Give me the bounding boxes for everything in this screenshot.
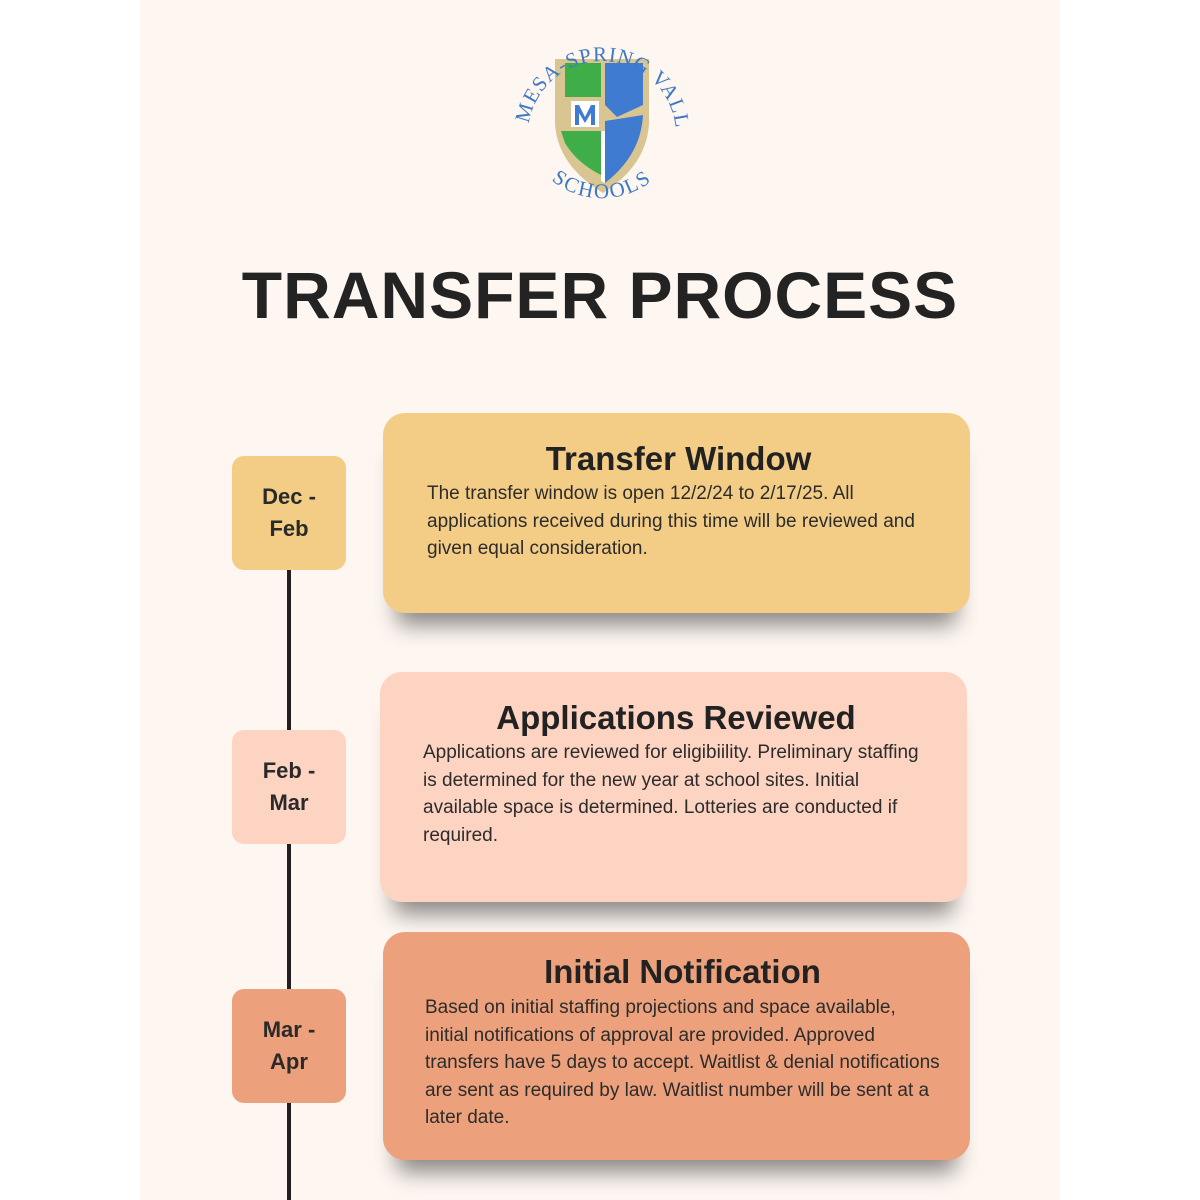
step-card-initial-notification: Initial Notification Based on initial st…	[383, 932, 970, 1160]
date-line-1: Feb -	[262, 758, 316, 783]
district-logo: LA MESA-SPRING VALLEY SCHOOLS	[497, 5, 694, 203]
date-line-1: Dec -	[262, 484, 316, 509]
date-line-2: Feb	[269, 516, 309, 541]
step-body: The transfer window is open 12/2/24 to 2…	[427, 483, 915, 559]
step-card-transfer-window: Transfer Window The transfer window is o…	[383, 413, 970, 613]
step-heading: Applications Reviewed	[496, 699, 856, 736]
step-body: Applications are reviewed for eligibiili…	[423, 742, 919, 846]
step-heading: Transfer Window	[545, 440, 812, 477]
date-badge-dec-feb: Dec - Feb	[232, 456, 346, 570]
date-line-2: Mar	[269, 790, 309, 815]
date-badge-feb-mar: Feb - Mar	[232, 730, 346, 844]
page-title: TRANSFER PROCESS	[241, 258, 959, 332]
timeline-line	[287, 570, 291, 1200]
step-card-applications-reviewed: Applications Reviewed Applications are r…	[380, 672, 967, 902]
step-body: Based on initial staffing projections an…	[425, 997, 940, 1128]
step-heading: Initial Notification	[544, 953, 821, 990]
logo-shield	[555, 59, 649, 193]
date-line-2: Apr	[270, 1049, 308, 1074]
date-line-1: Mar -	[262, 1017, 316, 1042]
date-badge-mar-apr: Mar - Apr	[232, 989, 346, 1103]
